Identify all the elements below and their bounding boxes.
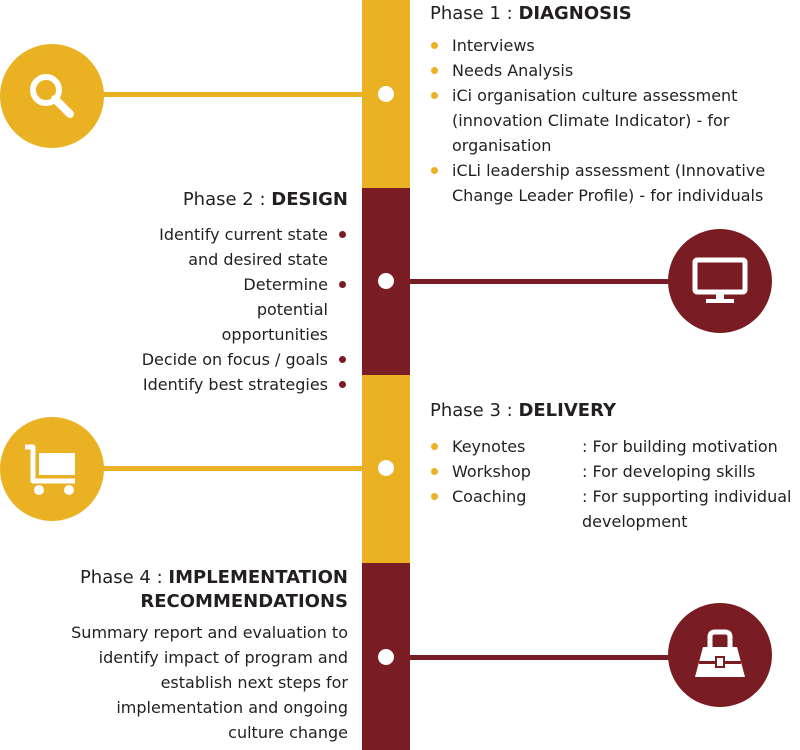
phase1-title: Phase 1 : DIAGNOSIS xyxy=(430,2,632,26)
list-item: Identify current state and desired state xyxy=(158,222,348,272)
phase4-description: Summary report and evaluation to identif… xyxy=(71,623,348,742)
delivery-item-desc: : For building motivation xyxy=(582,437,778,456)
phase4-name-line1: IMPLEMENTATION xyxy=(168,567,348,588)
briefcase-icon xyxy=(695,629,745,677)
delivery-item-name: Workshop xyxy=(452,462,531,481)
delivery-item-desc: : For supporting individual development xyxy=(582,487,792,531)
timeline-dot-phase3 xyxy=(378,460,394,476)
timeline-dot-phase4 xyxy=(378,649,394,665)
phase1-icon-circle xyxy=(0,44,104,148)
phase3-name: DELIVERY xyxy=(518,400,616,421)
phase2-title: Phase 2 : DESIGN xyxy=(183,188,348,212)
list-item: iCLi leadership assessment (Innovative C… xyxy=(430,158,782,208)
connector-line-phase1 xyxy=(100,92,370,97)
phase1-name: DIAGNOSIS xyxy=(518,3,632,24)
connector-line-phase4 xyxy=(400,655,675,660)
list-item: iCi organisation culture assessment (inn… xyxy=(430,83,762,158)
phase4-name-line2: RECOMMENDATIONS xyxy=(140,591,348,612)
list-item: Keynotes : For building motivation xyxy=(430,434,800,459)
phase3-icon-circle xyxy=(0,417,104,521)
monitor-icon xyxy=(692,257,748,303)
phase2-icon-circle xyxy=(668,229,772,333)
phase1-prefix: Phase 1 : xyxy=(430,3,519,24)
list-item: Decide on focus / goals xyxy=(78,347,348,372)
phase1-list: Interviews Needs Analysis iCi organisati… xyxy=(430,33,800,208)
list-item: Workshop : For developing skills xyxy=(430,459,800,484)
list-item: Identify best strategies xyxy=(78,372,348,397)
list-item: Coaching : For supporting individual deve… xyxy=(430,484,800,534)
connector-line-phase3 xyxy=(100,466,370,471)
list-item: Determine potential opportunities xyxy=(168,272,348,347)
phase3-prefix: Phase 3 : xyxy=(430,400,519,421)
timeline-dot-phase2 xyxy=(378,273,394,289)
shopping-cart-icon xyxy=(25,444,75,495)
search-icon xyxy=(30,74,74,118)
phase4-prefix: Phase 4 : xyxy=(79,567,169,588)
phase2-list: Identify current state and desired state… xyxy=(78,222,348,397)
connector-line-phase2 xyxy=(400,279,675,284)
delivery-item-name: Coaching xyxy=(452,487,527,506)
phase3-list: Keynotes : For building motivation Worksh… xyxy=(430,434,800,534)
phase3-title: Phase 3 : DELIVERY xyxy=(430,399,616,423)
phase4-title: Phase 4 : IMPLEMENTATION RECOMMENDATIONS xyxy=(80,566,348,614)
phase2-prefix: Phase 2 : xyxy=(182,189,272,210)
phase4-icon-circle xyxy=(668,603,772,707)
delivery-item-desc: : For developing skills xyxy=(582,462,756,481)
delivery-item-name: Keynotes xyxy=(452,437,526,456)
phase2-name: DESIGN xyxy=(271,189,348,210)
list-item: Needs Analysis xyxy=(430,58,800,83)
timeline-dot-phase1 xyxy=(378,86,394,102)
list-item: Interviews xyxy=(430,33,800,58)
